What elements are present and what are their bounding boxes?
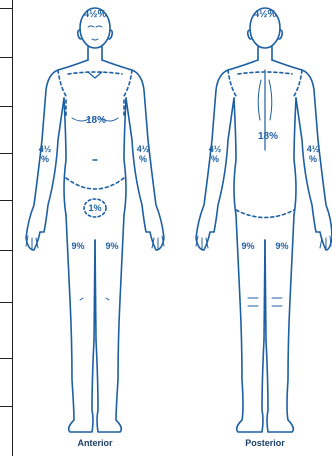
anterior-figure: 4½% 18% 4½ % 4½ % 1% 9% 9% Anterior — [14, 0, 176, 456]
genital-percent-label: 1% — [85, 203, 105, 213]
right-leg-percent-label: 9% — [272, 241, 292, 251]
left-leg-percent-label: 9% — [68, 241, 88, 251]
head-percent-label: 4½% — [81, 10, 109, 20]
back-percent-label: 18% — [254, 132, 282, 142]
table-row-divider — [0, 57, 12, 58]
table-row-divider — [0, 250, 12, 251]
cropped-table-edge — [0, 0, 13, 456]
head-percent-label: 4½% — [251, 10, 279, 20]
table-row-divider — [0, 106, 12, 107]
right-arm-percent-label: 4½ % — [134, 144, 152, 164]
table-row-divider — [0, 153, 12, 154]
left-arm-percent-label: 4½ % — [36, 144, 54, 164]
table-row-divider — [0, 406, 12, 407]
posterior-figure: 4½% 18% 4½ % 4½ % 9% 9% Posterior — [176, 0, 332, 456]
chest-percent-label: 18% — [82, 116, 110, 126]
posterior-caption: Posterior — [215, 438, 315, 448]
left-arm-percent-label: 4½ % — [206, 144, 224, 164]
table-row-divider — [0, 200, 12, 201]
posterior-body-outline — [176, 0, 332, 456]
table-row-divider — [0, 358, 12, 359]
anterior-caption: Anterior — [45, 438, 145, 448]
right-leg-percent-label: 9% — [102, 241, 122, 251]
table-row-divider — [0, 8, 12, 9]
table-row-divider — [0, 302, 12, 303]
left-leg-percent-label: 9% — [238, 241, 258, 251]
right-arm-percent-label: 4½ % — [304, 144, 322, 164]
anterior-body-outline — [14, 0, 176, 456]
